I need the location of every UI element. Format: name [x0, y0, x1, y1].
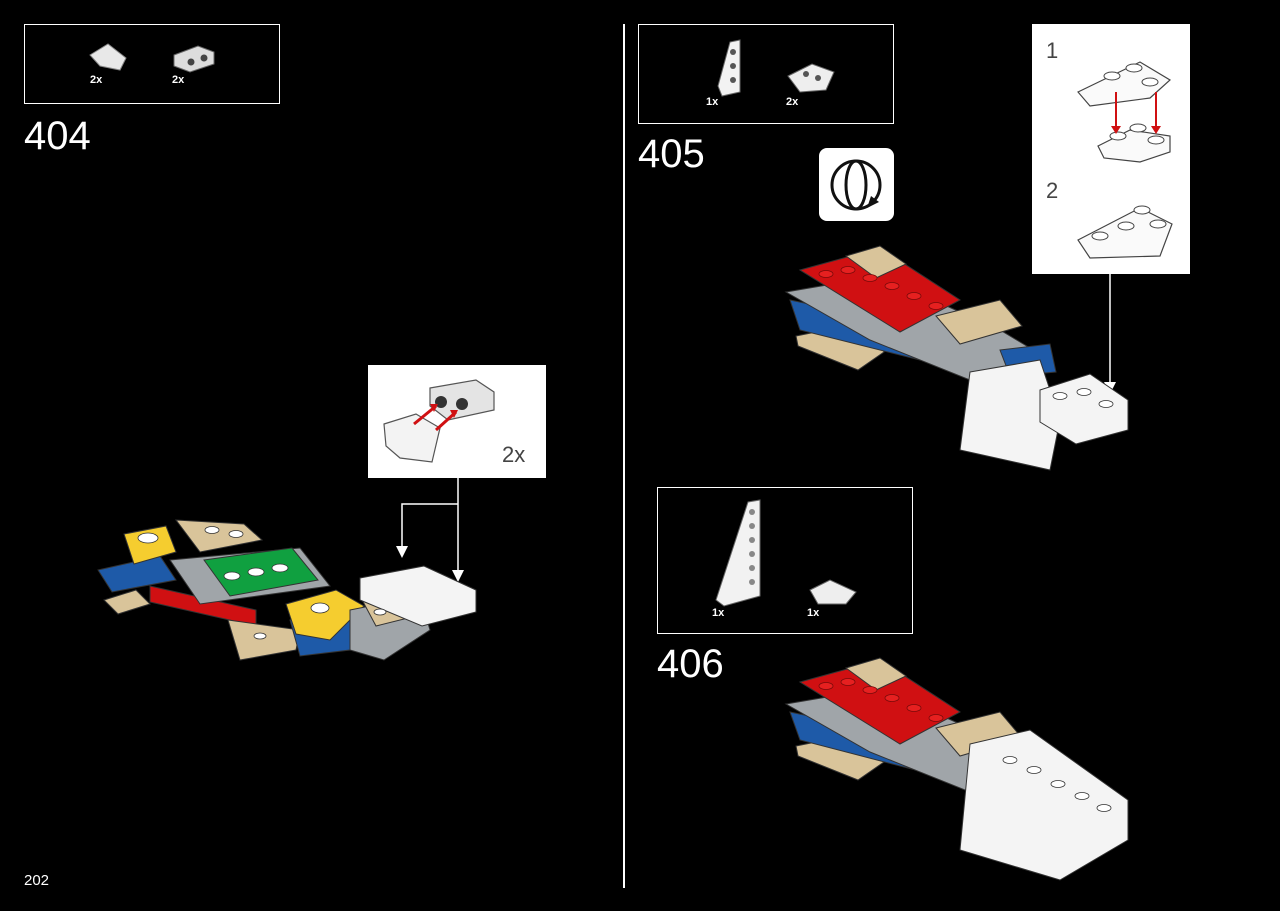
- callout-substep-2: 2: [1046, 178, 1059, 203]
- step-number: 404: [24, 114, 91, 158]
- step-number: 405: [638, 132, 705, 176]
- rotate-model-icon: [819, 148, 894, 221]
- step-number: 406: [657, 642, 724, 686]
- parts-box-step-406: [657, 487, 913, 634]
- part-qty: 2x: [90, 74, 103, 86]
- callout-qty: 2x: [502, 442, 526, 467]
- page-divider: [623, 24, 625, 888]
- part-qty: 1x: [712, 607, 725, 619]
- part-qty: 2x: [172, 74, 185, 86]
- parts-box-step-404: [24, 24, 280, 104]
- part-qty: 2x: [786, 96, 799, 108]
- part-qty: 1x: [807, 607, 820, 619]
- page-number: 202: [24, 872, 50, 889]
- callout-substep-1: 1: [1046, 38, 1059, 63]
- part-qty: 1x: [706, 96, 719, 108]
- parts-box-step-405: [638, 24, 894, 124]
